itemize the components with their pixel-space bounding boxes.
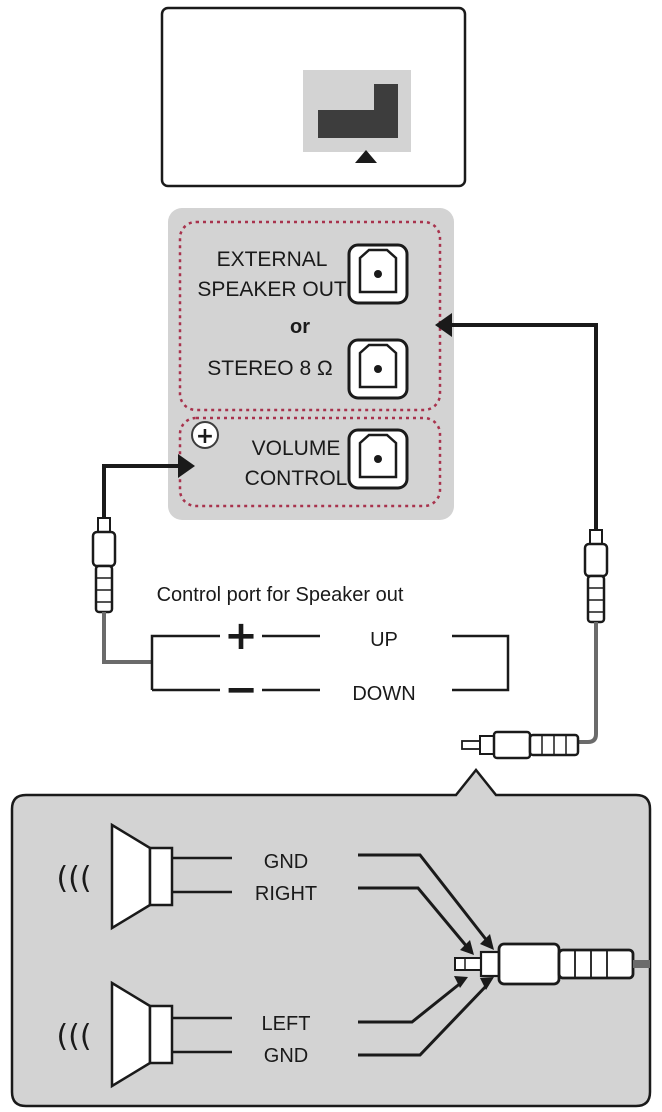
sound-wave-icon: ((( bbox=[56, 861, 91, 896]
plus-terminal: + bbox=[224, 613, 258, 659]
up-label: UP bbox=[370, 629, 398, 651]
plus-circle-icon bbox=[191, 421, 219, 449]
right-label: RIGHT bbox=[255, 883, 317, 905]
speaker-left-icon bbox=[110, 980, 232, 1089]
rear-panel: EXTERNAL SPEAKER OUT or STEREO 8 Ω VOLUM… bbox=[168, 208, 454, 520]
speaker-out-label: SPEAKER OUT bbox=[197, 278, 347, 301]
external-label: EXTERNAL bbox=[217, 248, 328, 271]
control-port-caption: Control port for Speaker out bbox=[157, 584, 404, 606]
or-label: or bbox=[290, 316, 310, 338]
arrow-left-icon bbox=[435, 313, 452, 337]
stereo-jack bbox=[347, 338, 409, 400]
speaker-out-group-outline bbox=[178, 220, 442, 412]
down-label: DOWN bbox=[352, 683, 415, 705]
speaker-out-jack bbox=[347, 243, 409, 305]
sound-wave-icon-2: ((( bbox=[56, 1019, 91, 1054]
volume-cable bbox=[91, 454, 195, 664]
control-label: CONTROL bbox=[245, 467, 348, 490]
volume-label: VOLUME bbox=[252, 437, 341, 460]
arrowheads bbox=[454, 934, 494, 990]
minus-terminal: − bbox=[224, 667, 258, 713]
arrow-right-icon bbox=[178, 454, 195, 478]
stereo-plug-icon bbox=[454, 942, 650, 986]
left-label: LEFT bbox=[262, 1013, 311, 1035]
wiring-callout: ((( ((( GND RIGHT LEFT GND bbox=[10, 767, 652, 1108]
pointer-triangle-icon bbox=[355, 150, 377, 163]
control-port-wiring: Control port for Speaker out + − UP DOWN bbox=[150, 584, 510, 713]
gnd-bottom-label: GND bbox=[264, 1045, 308, 1067]
gnd-top-label: GND bbox=[264, 851, 308, 873]
speaker-cable bbox=[435, 313, 609, 760]
volume-group-outline bbox=[178, 416, 442, 508]
speaker-right-icon bbox=[110, 822, 232, 931]
volume-control-jack bbox=[347, 428, 409, 490]
device-box bbox=[160, 6, 467, 188]
stereo-label: STEREO 8 Ω bbox=[207, 357, 332, 380]
signal-arrows bbox=[358, 853, 490, 1057]
plus-sign: + bbox=[196, 424, 214, 449]
